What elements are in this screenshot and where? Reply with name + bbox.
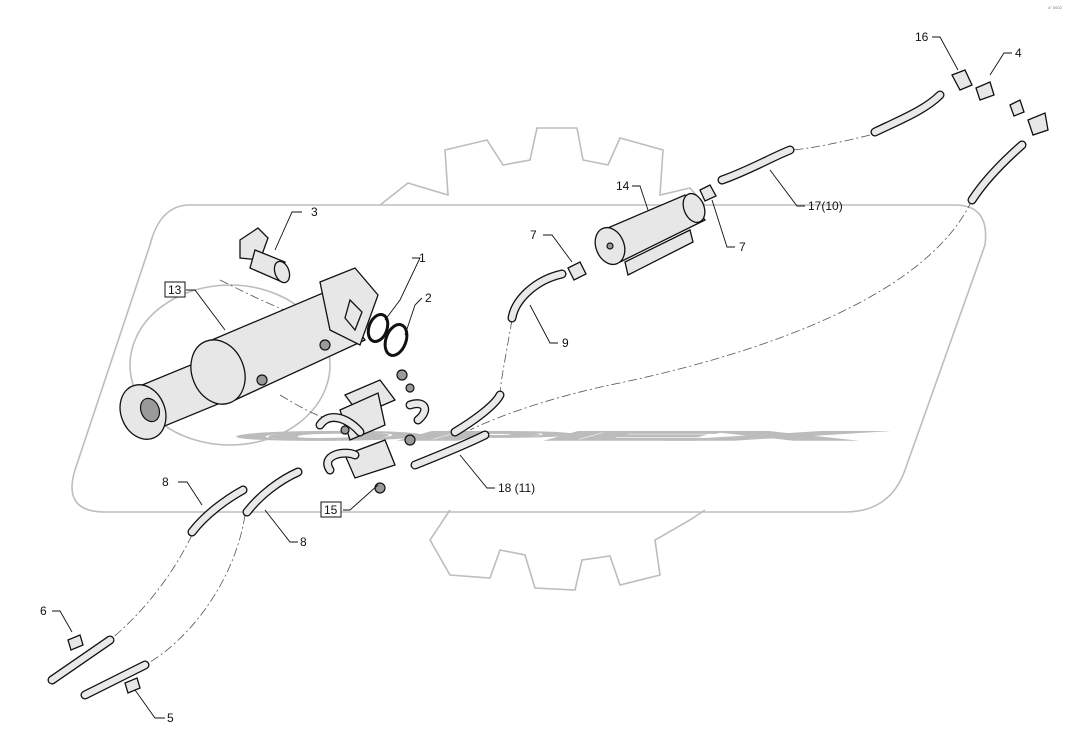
- callout-7-right: 7: [739, 240, 746, 254]
- callout-13-box: [164, 281, 186, 298]
- callout-3: 3: [311, 205, 318, 219]
- connection-lines: [109, 134, 973, 666]
- callout-15-box: [320, 501, 342, 518]
- callout-labels: 1 2 3 4 5 6 7 7 8 8 9 13 14 15 16 17(10)…: [40, 30, 1022, 725]
- fittings: [67, 69, 1049, 694]
- callout-8-left: 8: [162, 475, 169, 489]
- hoses: [47, 90, 1027, 700]
- callout-8-right: 8: [300, 535, 307, 549]
- leader-lines: [52, 36, 1012, 719]
- accumulator: [594, 192, 707, 276]
- callout-13: 13: [168, 283, 182, 297]
- callout-15: 15: [324, 503, 338, 517]
- hydraulic-cylinder: [119, 267, 379, 440]
- cylinder-pin: [239, 227, 291, 284]
- watermark-gear-outline: [379, 127, 706, 591]
- callout-14: 14: [616, 179, 630, 193]
- callout-18-11: 18 (11): [498, 481, 535, 495]
- callout-7-left: 7: [530, 228, 537, 242]
- watermark-letters: OPEX: [240, 429, 868, 443]
- corner-mark: 4° 0002: [1048, 5, 1063, 10]
- watermark-card-outline: [71, 204, 987, 513]
- watermark-o-ring: [129, 284, 331, 446]
- callout-17-10: 17(10): [808, 199, 843, 213]
- callout-9: 9: [562, 336, 569, 350]
- callout-2: 2: [425, 291, 432, 305]
- callout-16: 16: [915, 30, 929, 44]
- o-rings: [366, 312, 409, 357]
- valve-block: [315, 369, 430, 494]
- callout-6: 6: [40, 604, 47, 618]
- callout-4: 4: [1015, 46, 1022, 60]
- callout-1: 1: [419, 251, 426, 265]
- watermark-logo: OPEX: [71, 127, 987, 591]
- callout-5: 5: [167, 711, 174, 725]
